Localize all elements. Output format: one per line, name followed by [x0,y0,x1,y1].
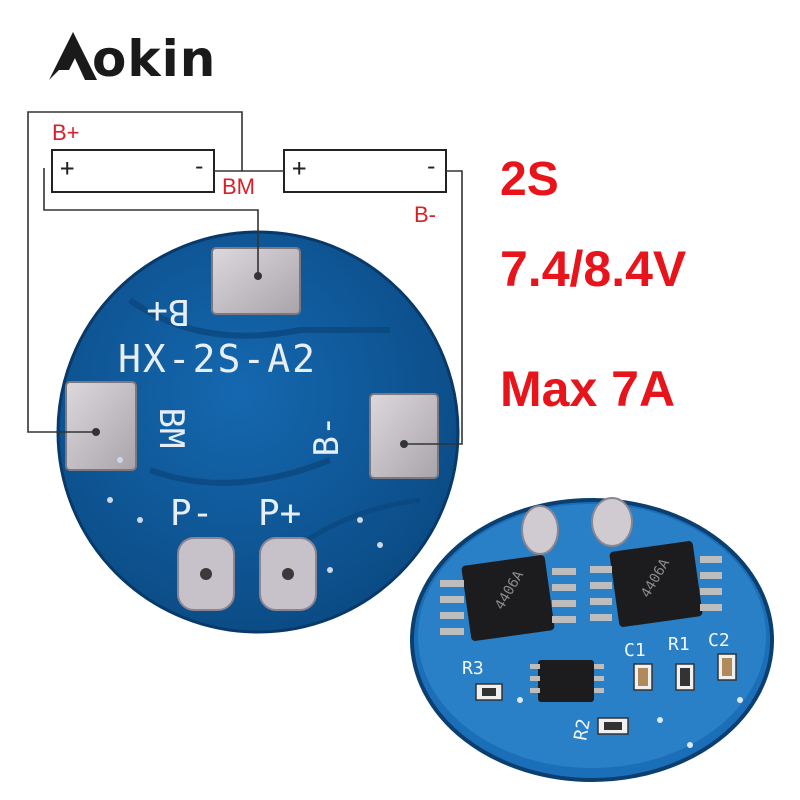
spec-current: Max 7A [500,361,676,417]
silk-p-plus: P+ [258,493,301,534]
battery-cell-2 [283,149,447,193]
cell2-plus: + [292,154,307,182]
spec-cells: 2S [500,153,559,206]
back-label-r1: R1 [668,634,690,655]
cell1-minus: - [192,152,207,180]
wiring [27,111,463,445]
silk-p-minus: P- [170,493,213,534]
pad-left [65,381,137,471]
pad-right [369,393,439,479]
back-label-c1: C1 [624,640,646,661]
label-b-minus: B- [414,202,436,227]
silk-model: HX-2S-A2 [118,337,317,381]
battery-cell-1 [51,149,215,193]
cell2-minus: - [424,152,439,180]
control-ic [530,660,604,702]
silk-bm: BM [151,408,191,449]
back-label-c2: C2 [708,630,730,651]
mosfet-chip-2: 4406A [590,541,722,627]
silk-b-minus: B- [307,416,347,457]
back-board: 4406A 4406A [410,497,774,782]
mosfet-chip-1: 4406A [440,555,576,641]
silk-b-plus: B+ [146,291,189,332]
label-b-plus: B+ [52,120,80,145]
back-label-r2: R2 [570,717,594,742]
label-bm: BM [222,174,255,199]
back-label-r3: R3 [462,658,484,679]
spec-voltage: 7.4/8.4V [500,241,687,297]
pad-top [211,247,301,315]
brand-logo-icon [49,32,97,80]
cell1-plus: + [60,154,75,182]
brand-name: okin [92,30,217,88]
